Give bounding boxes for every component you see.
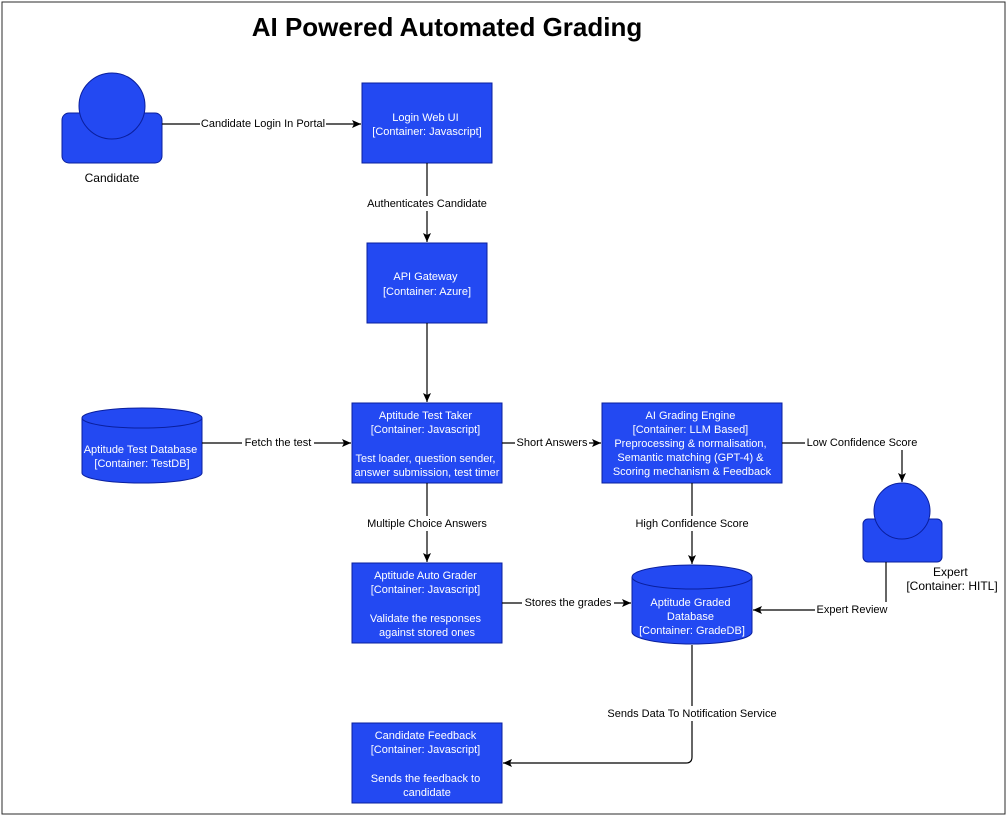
login-web-ui-box (361, 82, 493, 164)
grading-engine-line-3: Preprocessing & normalisation, (614, 438, 766, 450)
auto-grader-node: Aptitude Auto Grader [Container: Javascr… (351, 562, 503, 644)
graded-database-text: Aptitude Graded Database [Container: Gra… (639, 597, 745, 637)
api-gateway-node: API Gateway [Container: Azure] (366, 242, 488, 324)
auto-grader-line-2: [Container: Javascript] (371, 584, 480, 596)
gateway-line-1: API Gateway (393, 271, 458, 283)
expert-label-line-1: Expert (933, 565, 968, 579)
edge-test-taker-grader-label: Multiple Choice Answers (367, 518, 487, 530)
test-taker-node: Aptitude Test Taker [Container: Javascri… (351, 402, 503, 484)
login-web-ui-text: Login Web UI [Container: Javascript] (372, 112, 481, 138)
test-taker-text: Aptitude Test Taker [Container: Javascri… (355, 410, 500, 479)
login-web-ui-node: Login Web UI [Container: Javascript] (361, 82, 493, 164)
test-taker-line-2: [Container: Javascript] (371, 424, 480, 436)
test-database-body (81, 418, 203, 484)
edge-grader-gradeddb-label: Stores the grades (525, 597, 612, 609)
expert-label-line-2: [Container: HITL] (906, 579, 997, 593)
candidate-actor: Candidate (61, 72, 163, 185)
auto-grader-line-4: Validate the responses (370, 613, 482, 625)
graded-database-top (631, 564, 753, 590)
candidate-head-shape (78, 72, 146, 140)
api-gateway-box (366, 242, 488, 324)
grading-engine-line-4: Semantic matching (GPT-4) & (617, 452, 764, 464)
grading-engine-line-5: Scoring mechanism & Feedback (613, 466, 772, 478)
edge-gradeddb-feedback-label: Sends Data To Notification Service (607, 708, 776, 720)
expert-label: Expert [Container: HITL] (906, 565, 997, 593)
edge-engine-gradeddb-label: High Confidence Score (635, 518, 748, 530)
gateway-line-2: [Container: Azure] (383, 286, 471, 298)
test-db-line-1: Aptitude Test Database (84, 444, 198, 456)
grading-engine-text: AI Grading Engine [Container: LLM Based]… (613, 410, 772, 478)
test-database-text: Aptitude Test Database [Container: TestD… (84, 444, 201, 470)
edge-candidate-login-label: Candidate Login In Portal (201, 118, 325, 130)
edge-login-gateway-label: Authenticates Candidate (367, 198, 487, 210)
edge-expert-gradeddb-label: Expert Review (817, 604, 888, 616)
edge-test-taker-grader-label-bg (363, 516, 491, 531)
graded-database-node: Aptitude Graded Database [Container: Gra… (631, 564, 753, 645)
test-taker-line-5: answer submission, test timer (355, 467, 500, 479)
edge-testdb-test-taker-label-bg (242, 435, 314, 450)
graded-db-line-1: Aptitude Graded (650, 597, 730, 609)
candidate-feedback-box (351, 722, 503, 804)
graded-db-line-2: Database (667, 611, 714, 623)
grading-engine-line-1: AI Grading Engine (646, 410, 736, 422)
edge-engine-gradeddb: High Confidence Score (632, 483, 752, 564)
edge-login-gateway-label-bg (365, 196, 489, 211)
edge-expert-gradeddb: Expert Review (753, 562, 889, 617)
candidate-feedback-node: Candidate Feedback [Container: Javascrip… (351, 722, 503, 804)
feedback-line-2: [Container: Javascript] (371, 744, 480, 756)
edge-gradeddb-feedback-line (503, 645, 693, 767)
graded-database-body (631, 577, 753, 645)
login-line-1: Login Web UI (392, 112, 458, 124)
grading-engine-node: AI Grading Engine [Container: LLM Based]… (601, 402, 783, 484)
edge-grader-gradeddb-label-bg (522, 595, 614, 610)
edge-gradeddb-feedback-label-bg (605, 706, 779, 721)
edge-candidate-login-label-bg (200, 116, 326, 131)
candidate-label: Candidate (85, 171, 140, 185)
auto-grader-text: Aptitude Auto Grader [Container: Javascr… (370, 570, 484, 639)
edge-test-taker-engine-label-bg (515, 435, 589, 450)
diagram-title: AI Powered Automated Grading (252, 12, 643, 42)
test-taker-line-4: Test loader, question sender, (355, 453, 495, 465)
auto-grader-line-1: Aptitude Auto Grader (374, 570, 477, 582)
candidate-feedback-text: Candidate Feedback [Container: Javascrip… (371, 730, 484, 799)
edge-expert-gradeddb-label-bg (815, 602, 889, 617)
auto-grader-box (351, 562, 503, 644)
test-database-top (81, 407, 203, 429)
edge-engine-expert-label-bg (805, 435, 919, 450)
feedback-line-4: Sends the feedback to (371, 773, 480, 785)
edge-testdb-test-taker-label: Fetch the test (245, 437, 312, 449)
auto-grader-line-5: against stored ones (379, 627, 476, 639)
expert-actor: Expert [Container: HITL] (862, 482, 998, 593)
edge-grader-gradeddb: Stores the grades (502, 595, 631, 610)
edge-test-taker-engine-label: Short Answers (517, 437, 588, 449)
test-database-node: Aptitude Test Database [Container: TestD… (81, 407, 203, 484)
feedback-line-1: Candidate Feedback (375, 730, 477, 742)
edge-testdb-test-taker: Fetch the test (202, 435, 351, 450)
api-gateway-text: API Gateway [Container: Azure] (383, 271, 471, 298)
login-line-2: [Container: Javascript] (372, 126, 481, 138)
edge-test-taker-engine: Short Answers (502, 435, 601, 450)
edge-test-taker-grader: Multiple Choice Answers (363, 483, 491, 562)
expert-head-shape (873, 482, 931, 540)
graded-db-line-3: [Container: GradeDB] (639, 625, 745, 637)
edge-engine-expert-label: Low Confidence Score (807, 437, 918, 449)
edge-login-gateway: Authenticates Candidate (365, 163, 489, 242)
test-db-line-2: [Container: TestDB] (94, 458, 189, 470)
edge-gradeddb-feedback: Sends Data To Notification Service (503, 645, 779, 767)
feedback-line-5: candidate (403, 787, 451, 799)
edge-candidate-login: Candidate Login In Portal (162, 116, 361, 131)
edge-engine-gradeddb-label-bg (632, 516, 752, 531)
test-taker-line-1: Aptitude Test Taker (379, 410, 472, 422)
edge-engine-expert: Low Confidence Score (782, 435, 919, 482)
grading-engine-line-2: [Container: LLM Based] (633, 424, 749, 436)
